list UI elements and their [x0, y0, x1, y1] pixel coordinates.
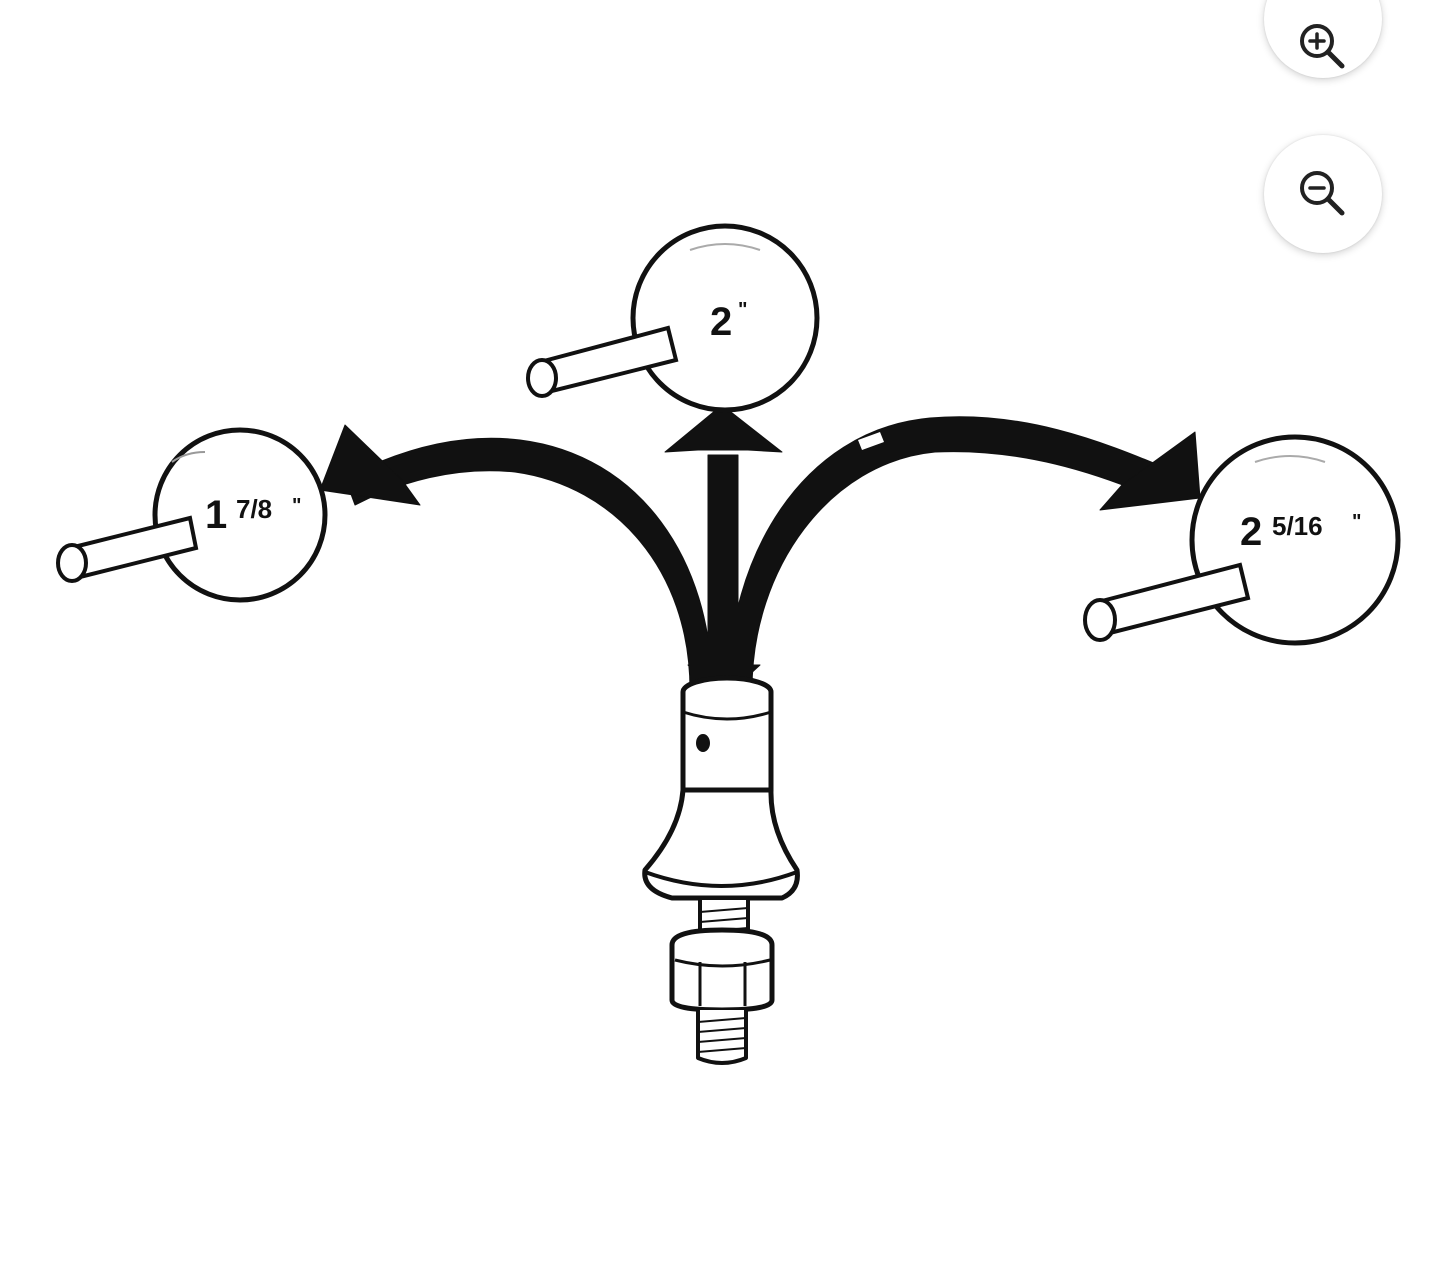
hitch-ball-2-5-16 — [1083, 434, 1401, 646]
hitch-ball-shank — [642, 675, 800, 1065]
direction-arrows — [319, 404, 1201, 701]
zoom-in-icon — [1300, 24, 1345, 69]
ball-label-3-unit: " — [1352, 511, 1361, 533]
hitch-ball-1-7-8 — [56, 427, 328, 603]
ball-label-3-fraction: 5/16 — [1272, 511, 1323, 541]
ball-label-2-whole: 2 — [710, 300, 732, 344]
arrow-highlights — [590, 432, 884, 462]
ball-label-3-whole: 2 — [1240, 510, 1262, 554]
zoom-out-button[interactable] — [1264, 135, 1382, 253]
ball-label-1-unit: " — [292, 495, 301, 517]
ball-label-1-fraction: 7/8 — [236, 494, 272, 524]
hitch-ball-2 — [526, 223, 820, 413]
zoom-out-icon — [1300, 171, 1345, 216]
ball-label-1-whole: 1 — [205, 493, 227, 537]
ball-label-2-unit: " — [738, 299, 747, 321]
